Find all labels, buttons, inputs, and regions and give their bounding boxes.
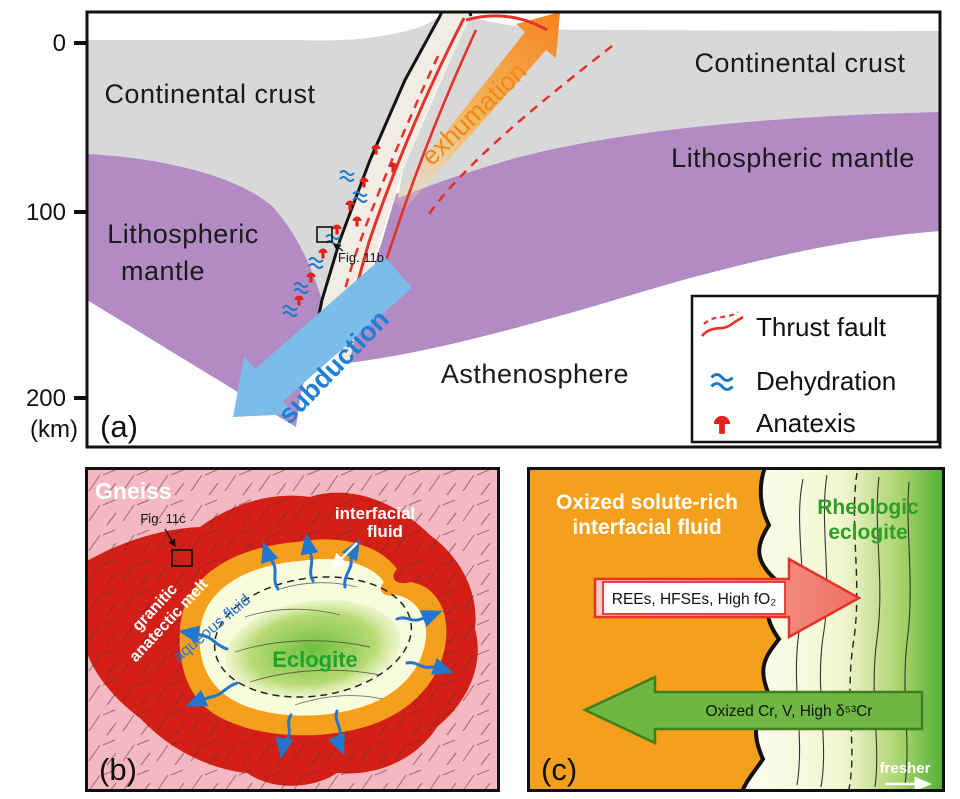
rheologic-eclogite-label-line2: eclogite bbox=[828, 521, 907, 544]
lithospheric-mantle-left-region bbox=[87, 146, 327, 427]
fluid-rock-boundary bbox=[740, 467, 782, 792]
fig-11b-label: Fig. 11b bbox=[338, 250, 384, 265]
continental-crust-left-region bbox=[87, 16, 440, 300]
axis-tick-200: 200 bbox=[26, 385, 66, 412]
legend-item-anatexis: Anatexis bbox=[713, 408, 856, 438]
interfacial-fluid-label-line2: fluid bbox=[367, 522, 403, 541]
reaction-front-dashed-line bbox=[848, 472, 858, 790]
lithospheric-mantle-left-label-line1: Lithospheric bbox=[107, 219, 259, 249]
axis-tick-0: 0 bbox=[53, 30, 66, 57]
gneiss-label: Gneiss bbox=[95, 478, 172, 504]
panel-c-border bbox=[527, 467, 945, 792]
eclogite-foliation-lines bbox=[234, 582, 384, 706]
depth-axis: 0 100 200 (km) bbox=[26, 30, 87, 443]
interfacial-fluid-label-line2: interfacial fluid bbox=[572, 516, 721, 539]
asthenosphere-label: Asthenosphere bbox=[441, 359, 629, 389]
axis-unit: (km) bbox=[30, 416, 78, 443]
interfacial-fluid-label-line1: Oxized solute-rich bbox=[556, 491, 738, 514]
continental-crust-right-label: Continental crust bbox=[694, 48, 905, 78]
ree-hfse-label: REEs, HFSEs, High fO₂ bbox=[612, 591, 777, 608]
eclogite-core bbox=[225, 599, 401, 699]
rheologic-eclogite-label-line1: Rheologic bbox=[817, 496, 919, 519]
exhumation-arrow bbox=[392, 12, 560, 210]
subduction-channel-region bbox=[312, 12, 471, 360]
panel-a-border bbox=[85, 10, 942, 449]
cr-v-label: Oxized Cr, V, High δ⁵³Cr bbox=[706, 703, 873, 720]
panel-a-label: (a) bbox=[100, 409, 138, 444]
legend-item-dehydration: Dehydration bbox=[710, 366, 896, 396]
lithospheric-mantle-right-region bbox=[347, 106, 940, 363]
panel-b-border bbox=[85, 467, 500, 792]
eclogite-label: Eclogite bbox=[272, 647, 358, 672]
interfacial-fluid-label-line1: interfacial bbox=[335, 504, 415, 523]
fig-11c-box bbox=[171, 549, 193, 567]
cr-v-arrow: Oxized Cr, V, High δ⁵³Cr bbox=[582, 675, 924, 745]
thrust-fault-icon bbox=[701, 311, 744, 337]
interfacial-fluid-pointer bbox=[329, 542, 358, 571]
lithospheric-mantle-left-label-line2: mantle bbox=[121, 256, 205, 286]
legend-box bbox=[690, 294, 940, 444]
panel-b-label: (b) bbox=[99, 752, 137, 787]
axis-tick-100: 100 bbox=[26, 199, 66, 226]
aqueous-fluid-arrows bbox=[178, 533, 454, 759]
reaction-front-dashed-line bbox=[213, 576, 413, 698]
fresher-label: fresher bbox=[880, 760, 931, 777]
channel-outline bbox=[310, 12, 473, 349]
legend: Thrust fault Dehydration Anatexis bbox=[690, 294, 940, 444]
panel-a: 0 100 200 (km) bbox=[26, 10, 942, 449]
fig-11c-pointer bbox=[164, 528, 176, 548]
continental-crust-left-label: Continental crust bbox=[104, 79, 315, 109]
fig-11c-label: Fig. 11c bbox=[140, 511, 186, 526]
ree-hfse-arrow: REEs, HFSEs, High fO₂ bbox=[593, 556, 862, 640]
thrust-fault-line bbox=[465, 14, 548, 32]
subduction-arrow bbox=[233, 256, 412, 417]
legend-item-thrust-fault: Thrust fault bbox=[701, 311, 887, 342]
fig-11b-box bbox=[316, 226, 333, 243]
panel-c: REEs, HFSEs, High fO₂ Oxized Cr, V, High… bbox=[527, 467, 945, 792]
lithospheric-mantle-right-label: Lithospheric mantle bbox=[671, 143, 915, 173]
legend-label: Anatexis bbox=[756, 408, 856, 438]
thrust-fault-dashed-line bbox=[427, 45, 613, 215]
panel-b: Fig. 11c Gneiss granitic anatectic melt … bbox=[85, 467, 500, 792]
ree-hfse-label-box bbox=[602, 581, 786, 615]
legend-label: Dehydration bbox=[756, 366, 896, 396]
fig-11b-pointer bbox=[332, 243, 344, 252]
panel-c-label: (c) bbox=[541, 752, 577, 787]
legend-label: Thrust fault bbox=[756, 312, 887, 342]
